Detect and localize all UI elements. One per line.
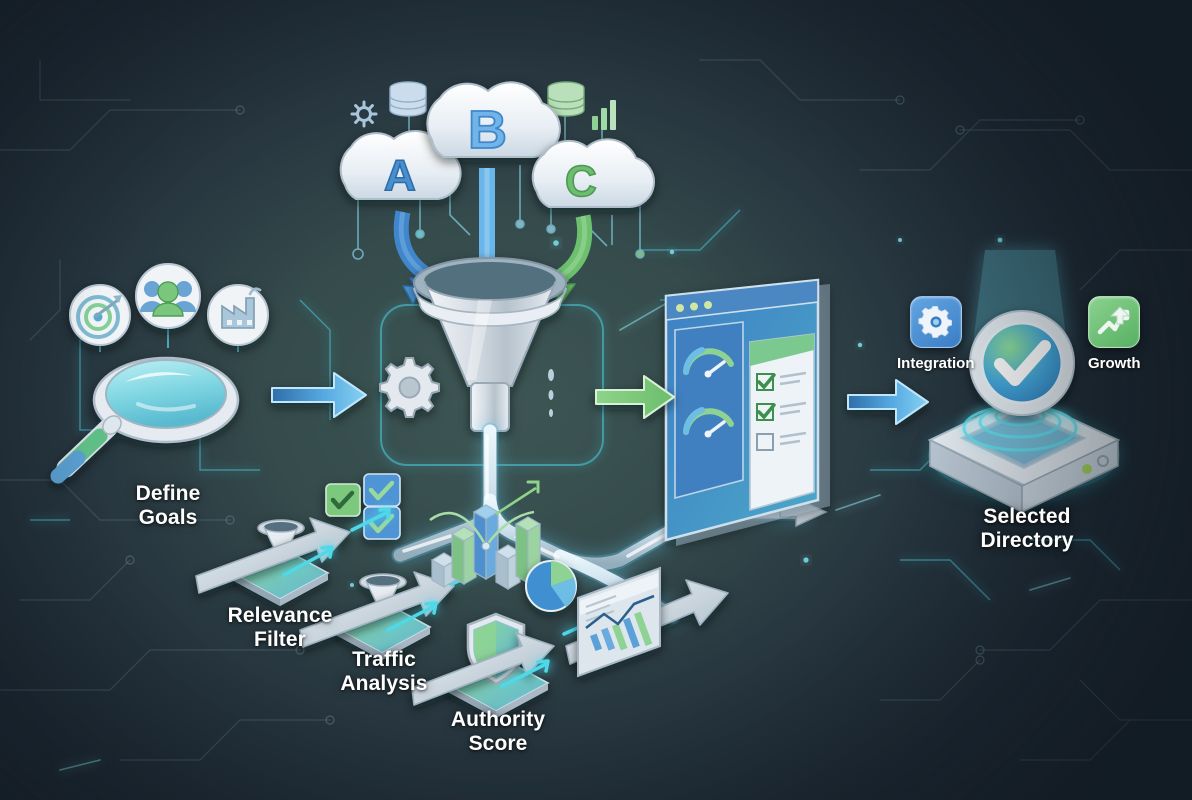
verified-check-badge [969,310,1075,416]
arrow-dashboard-to-directory [847,379,929,425]
label-define-goals: Define Goals [135,482,201,530]
main-funnel-icon [413,257,567,432]
analytics-dashboard-window [664,278,830,546]
label-relevance-filter: Relevance Filter [227,604,333,652]
cloud-label-a: A [384,151,416,200]
cloud-source-a: A [339,129,462,201]
server-pad-icon [927,394,1121,514]
isometric-bar-chart [429,480,542,591]
growth-arrow-icon [1088,296,1141,348]
goal-icon-target [69,284,131,346]
outcome-integration[interactable]: Integration [897,296,975,372]
cloud-label-b: B [468,100,507,160]
label-selected-directory: Selected Directory [980,505,1074,553]
label-traffic-analysis: Traffic Analysis [340,648,428,696]
outcome-label: Growth [1088,355,1141,372]
label-authority-score: Authority Score [450,708,546,756]
arrow-goals-to-funnel [271,372,367,418]
goal-icon-people [135,263,201,329]
gear-icon [909,296,962,348]
outcome-growth[interactable]: Growth [1088,296,1141,372]
goal-icon-factory [207,284,269,346]
magnifier-icon [50,356,240,484]
database-icon [389,81,427,117]
gear-icon [350,100,378,128]
database-icon [547,81,585,117]
bar-chart-icon [592,100,616,130]
cloud-source-c: C [531,138,655,208]
gear-icon [379,357,440,418]
outcome-label: Integration [897,355,975,372]
chart-panel-icon [577,566,661,678]
cloud-label-c: C [565,157,597,206]
cloud-source-b: B [426,81,561,161]
pie-chart-icon [525,560,577,612]
checkbox-group [325,473,401,540]
arrow-funnel-to-dashboard [595,375,675,419]
checklist [756,371,807,451]
